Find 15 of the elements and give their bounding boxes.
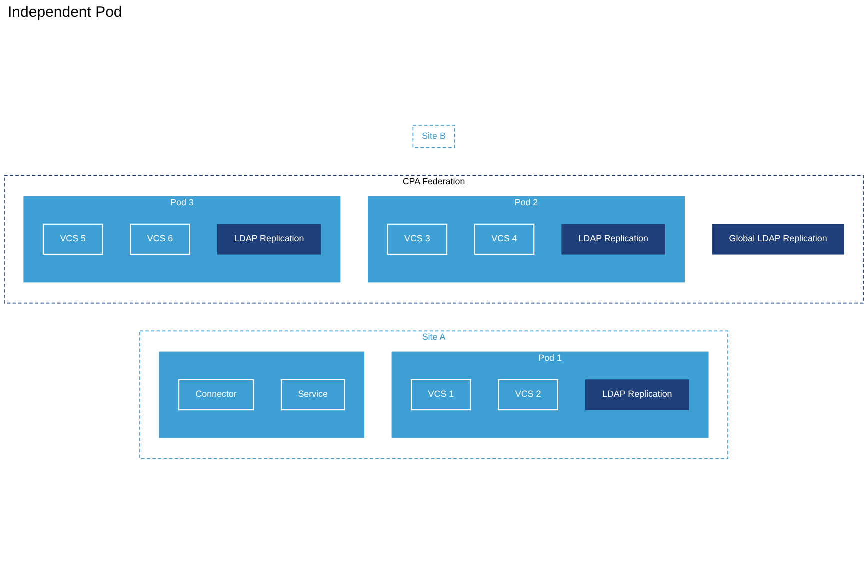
node-box: VCS 2: [498, 380, 558, 411]
node-box: LDAP Replication: [562, 224, 666, 256]
node-box: Global LDAP Replication: [712, 224, 844, 256]
node-box: Connector: [178, 380, 254, 411]
node-box: Service: [280, 380, 346, 411]
node-box: LDAP Replication: [586, 380, 690, 411]
node-box: VCS 1: [411, 380, 472, 411]
node-box: VCS 6: [130, 224, 190, 256]
node-box: VCS 4: [474, 224, 535, 256]
node-box: VCS 3: [387, 224, 448, 256]
section-heading: Independent Pod: [8, 4, 122, 21]
node-box: LDAP Replication: [217, 224, 322, 256]
cluster: [159, 352, 364, 439]
node-box: Site B: [412, 125, 456, 149]
node-box: VCS 5: [42, 224, 104, 256]
